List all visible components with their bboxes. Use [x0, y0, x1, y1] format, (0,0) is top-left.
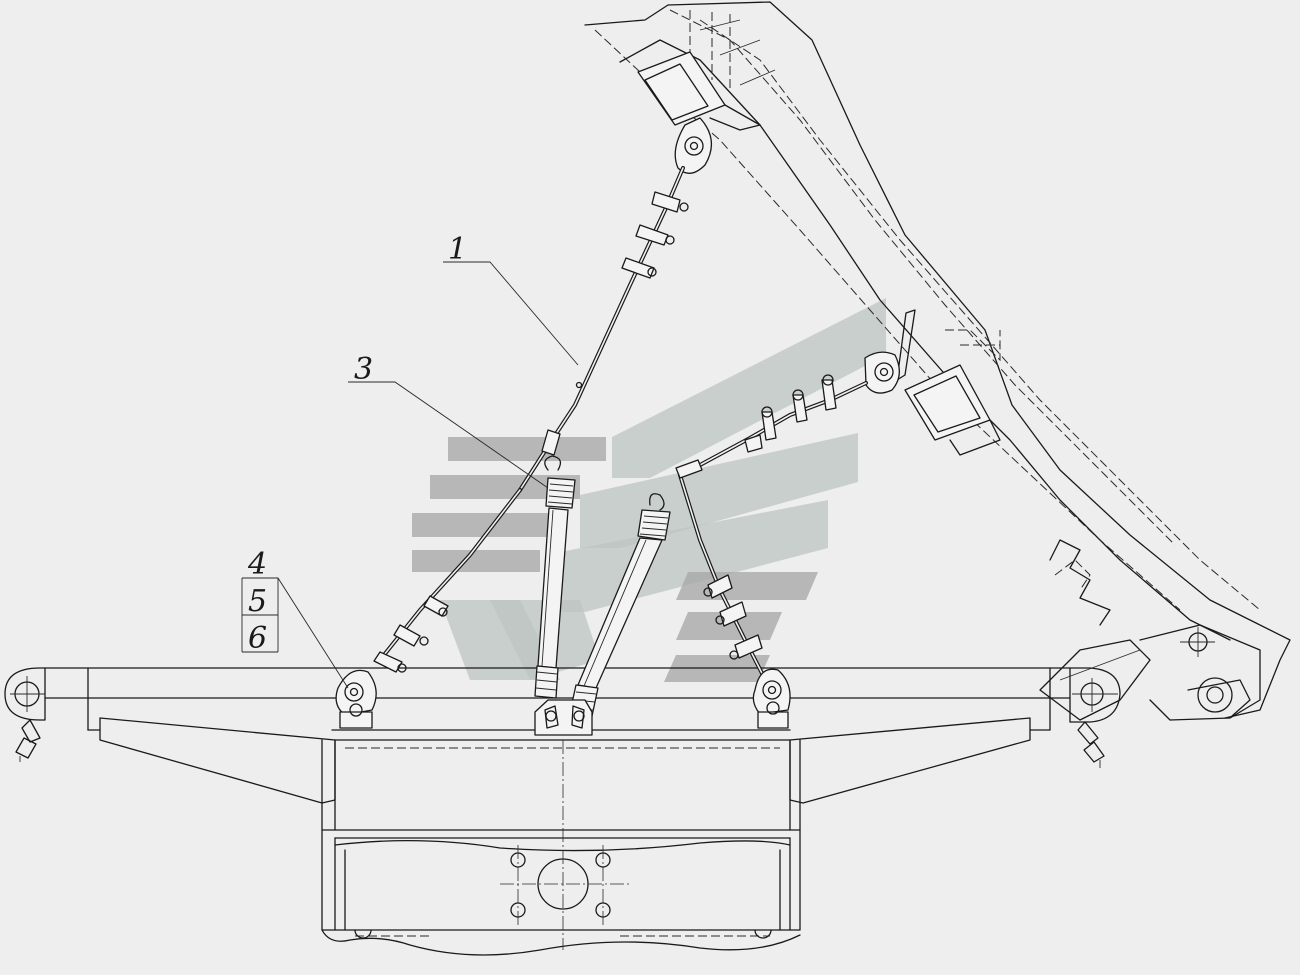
callout-3: 3: [354, 352, 373, 387]
callout-5: 5: [248, 584, 267, 619]
spring-left: [534, 455, 576, 699]
spring-right: [569, 493, 671, 717]
leader-lines: [241, 261, 579, 689]
frame: [4, 667, 1121, 956]
callout-6: 6: [248, 621, 267, 656]
spring-bracket: [534, 699, 593, 736]
watermark-logo: [412, 298, 886, 682]
tilted-cab: [584, 1, 1291, 721]
right-cable: [675, 351, 900, 729]
callout-4: 4: [247, 547, 267, 582]
left-cable: [335, 117, 712, 729]
callout-1: 1: [448, 232, 467, 267]
